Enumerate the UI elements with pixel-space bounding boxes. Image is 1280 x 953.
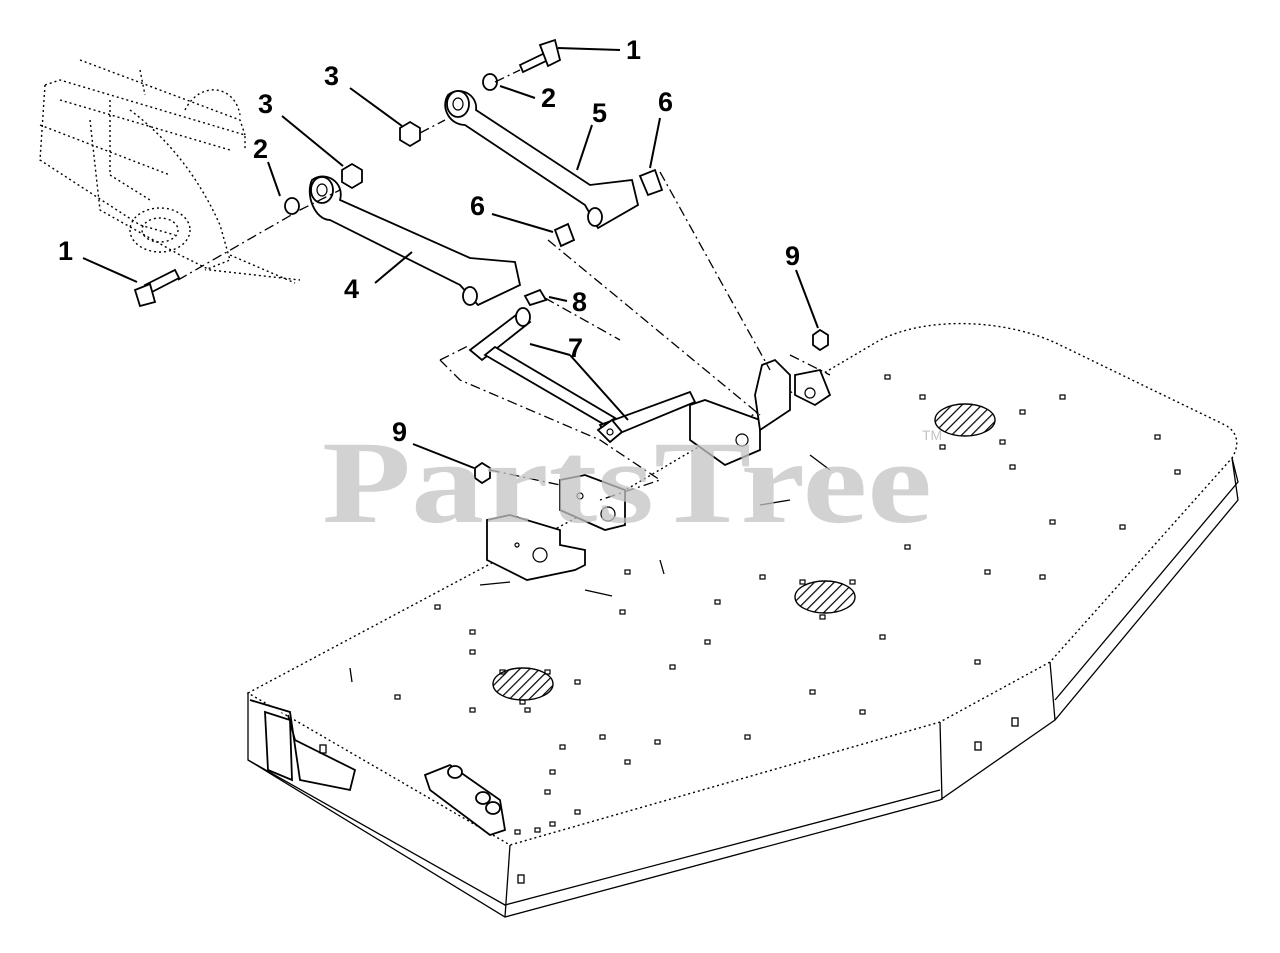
washer-top	[482, 73, 498, 91]
lift-rod	[468, 307, 697, 444]
callout-3-left: 3	[258, 89, 273, 119]
nut-right	[812, 328, 829, 352]
nut-center	[474, 461, 491, 485]
callout-4: 4	[344, 274, 359, 304]
deck-rear-bracket	[689, 358, 832, 467]
watermark: PartsTree	[322, 417, 932, 548]
assembly-lines	[177, 69, 831, 501]
bolt-left	[133, 268, 181, 308]
lift-arm-upper	[444, 90, 640, 230]
callout-2-left: 2	[253, 134, 268, 164]
bushing-upper	[638, 168, 664, 197]
nut-top	[399, 120, 421, 148]
callout-5: 5	[592, 98, 607, 128]
lift-arm-lower	[308, 175, 522, 307]
nut-left	[341, 162, 363, 190]
callout-6-top: 6	[658, 87, 673, 117]
bushing-lower	[553, 222, 576, 248]
leader-lines	[82, 47, 819, 469]
callout-labels: 1 2 3 3 2 1 4 5 6 6 8 7 9 9	[58, 35, 800, 447]
deck-front-bracket	[486, 474, 626, 581]
callout-9-right: 9	[785, 241, 800, 271]
bolt-small	[523, 288, 548, 307]
watermark-trademark: TM	[922, 427, 942, 443]
callout-8: 8	[572, 287, 587, 317]
callout-1-top: 1	[626, 35, 641, 65]
tractor-frame	[39, 59, 301, 284]
callout-3-top: 3	[324, 61, 339, 91]
callout-6-mid: 6	[470, 191, 485, 221]
callout-9-left: 9	[392, 417, 407, 447]
callout-7: 7	[568, 333, 583, 363]
callout-2-top: 2	[541, 83, 556, 113]
callout-1-left: 1	[58, 236, 73, 266]
mower-deck	[246, 322, 1239, 918]
washer-left	[284, 197, 300, 215]
bolt-top	[518, 38, 562, 74]
